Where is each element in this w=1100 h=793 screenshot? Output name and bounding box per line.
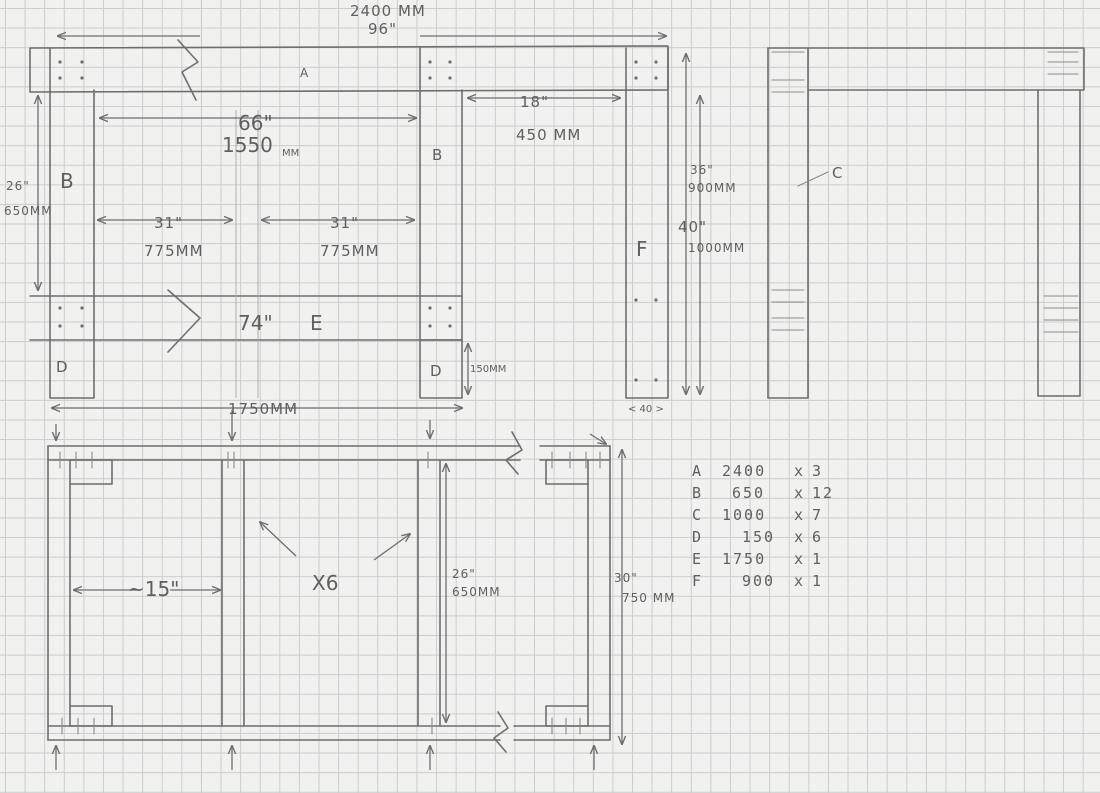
cut-list-row: E 1750 x 1 (692, 550, 823, 568)
top-view-drawing (29, 36, 700, 408)
screw-dots (58, 60, 658, 382)
cut-times: x (794, 506, 805, 524)
label-inner-mm-unit: MM (282, 148, 299, 159)
label-piece-e: E (310, 311, 323, 335)
break-mark-top (177, 39, 199, 101)
label-top-ft: 96" (368, 20, 397, 38)
label-left-in: 26" (6, 179, 30, 193)
cut-length: 1000 (722, 506, 766, 524)
cut-qty: 1 (812, 572, 823, 590)
cut-times: x (794, 462, 805, 480)
cut-part: B (692, 484, 703, 502)
break-mark-bottom (167, 289, 201, 353)
label-piece-c: C (832, 164, 843, 182)
cut-qty: 6 (812, 528, 823, 546)
cut-list-row: D 150 x 6 (692, 528, 823, 546)
label-post-width: < 40 > (628, 404, 664, 415)
label-right-h-mm: 900MM (688, 181, 737, 195)
label-inner-in: 66" (238, 111, 273, 135)
label-piece-b-right: B (432, 146, 443, 164)
label-piece-d-right: D (430, 362, 443, 380)
label-bottom-in: 74" (238, 311, 273, 335)
cut-part: E (692, 550, 703, 568)
label-total-mm: 750 MM (622, 591, 675, 605)
label-inner-mm: 1550 (222, 133, 273, 157)
label-piece-f: F (636, 237, 648, 261)
label-total-in: 30" (614, 571, 638, 585)
cut-part: A (692, 462, 703, 480)
cut-times: x (794, 572, 805, 590)
label-half1-in: 31" (154, 214, 183, 232)
cut-length: 150 (742, 528, 775, 546)
cut-list-row: F 900 x 1 (692, 572, 823, 590)
label-top-mm: 2400 MM (350, 2, 426, 20)
cut-part: C (692, 506, 703, 524)
label-half2-mm: 775MM (320, 242, 380, 260)
label-half2-in: 31" (330, 214, 359, 232)
cut-list-row: C 1000 x 7 (692, 506, 823, 524)
cut-times: x (794, 550, 805, 568)
cut-qty: 12 (812, 484, 834, 502)
cut-list-row: A 2400 x 3 (692, 462, 823, 480)
cut-length: 900 (742, 572, 775, 590)
label-d-mm: 150MM (470, 364, 506, 375)
label-piece-a: A (300, 66, 309, 80)
cut-qty: 3 (812, 462, 823, 480)
break-mark-front-bottom (493, 711, 509, 753)
cut-qty: 7 (812, 506, 823, 524)
label-piece-d-left: D (56, 358, 69, 376)
label-right-h-in: 36" (690, 163, 714, 177)
cut-length: 650 (732, 484, 765, 502)
cut-part: D (692, 528, 703, 546)
label-base-mm: 1750MM (228, 400, 298, 418)
label-half1-mm: 775MM (144, 242, 204, 260)
cut-length: 2400 (722, 462, 766, 480)
label-side-in: 18" (520, 93, 549, 111)
dimension-labels: 2400 MM 96" A 66" 1550 MM 18" 450 MM B B… (4, 2, 843, 605)
label-left-mm: 650MM (4, 204, 53, 218)
label-frame-mm: 650MM (452, 585, 501, 599)
front-view-drawing (47, 410, 622, 770)
cut-part: F (692, 572, 703, 590)
label-multiplier: X6 (312, 571, 338, 595)
cut-length: 1750 (722, 550, 766, 568)
label-frame-in: 26" (452, 567, 476, 581)
cut-times: x (794, 528, 805, 546)
label-gap-in: ~15" (128, 577, 179, 601)
break-mark-front-top (505, 431, 523, 475)
cut-qty: 1 (812, 550, 823, 568)
label-f-mm: 1000MM (688, 241, 745, 255)
cut-times: x (794, 484, 805, 502)
side-view-drawing (767, 47, 1085, 399)
label-f-in: 40" (678, 218, 707, 236)
label-piece-b-left: B (60, 169, 74, 193)
label-side-mm: 450 MM (516, 126, 581, 144)
cut-list-row: B 650 x 12 (692, 484, 834, 502)
cut-list: A 2400 x 3 B 650 x 12 C 1000 x 7 D 150 x… (692, 462, 834, 590)
